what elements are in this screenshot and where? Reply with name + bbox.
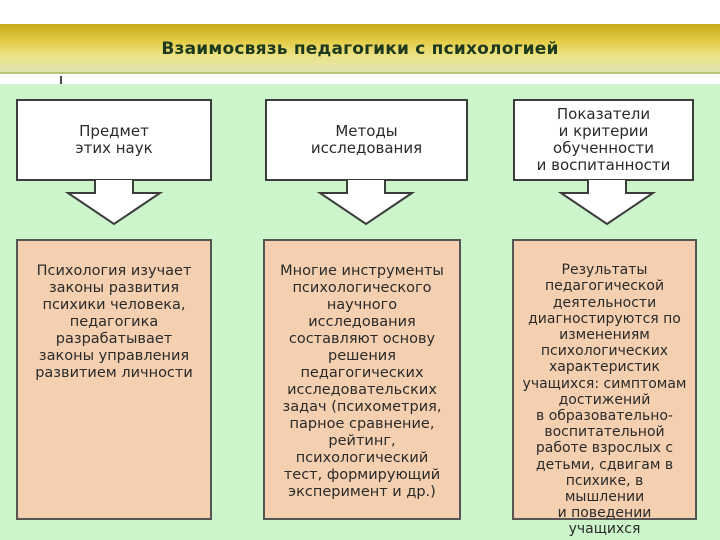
body-box-criteria: Результаты педагогической деятельности д… [512, 239, 697, 537]
header-box-criteria: Показатели и критерии обученности и восп… [513, 99, 694, 181]
header-box-subject: Предмет этих наук [16, 99, 212, 181]
body-box-methods: Многие инструменты психологического науч… [263, 239, 461, 520]
header-label-methods: Методы исследования [310, 122, 423, 157]
title-bar [0, 24, 720, 74]
down-arrow-icon [64, 179, 164, 225]
body-box-subject: Психология изучает законы развития психи… [16, 239, 212, 520]
down-arrow-icon [316, 179, 416, 225]
body-text-criteria: Результаты педагогической деятельности д… [522, 262, 687, 538]
header-label-criteria: Показатели и критерии обученности и восп… [536, 105, 671, 174]
body-text-subject: Психология изучает законы развития психи… [35, 263, 193, 381]
slide-title: Взаимосвязь педагогики с психологией [161, 39, 559, 59]
header-box-methods: Методы исследования [265, 99, 468, 181]
down-arrow-icon [557, 179, 657, 225]
divider-tick [60, 76, 62, 84]
body-text-methods: Многие инструменты психологического науч… [280, 263, 444, 500]
header-label-subject: Предмет этих наук [75, 122, 153, 157]
